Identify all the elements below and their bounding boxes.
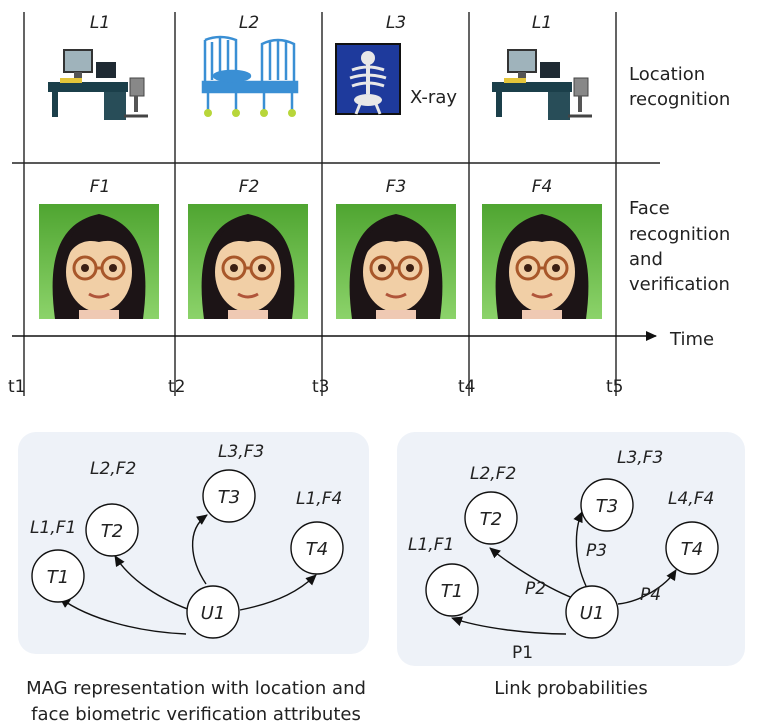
node-label: U1 [201,603,226,624]
face-image [186,202,310,321]
node-attribute: L4,F4 [668,489,714,509]
computer-desk-icon [46,48,150,122]
node-t3 [580,478,634,532]
time-tick-labels: t1 t2 t3 t4 t5 [8,377,623,397]
face-image [37,202,161,321]
node-attribute: L2,F2 [90,459,136,479]
location-row-label: Location recognition [629,64,730,110]
node-label: T1 [47,567,69,588]
hospital-bed-wheels [204,109,296,117]
face-image [334,202,458,321]
node-label: T2 [480,509,502,530]
node-attribute: L1,F4 [296,489,342,509]
edge-probability: P2 [525,579,546,599]
node-t2 [464,491,518,545]
face-label: F2 [239,177,260,197]
node-attribute: L3,F3 [218,442,264,462]
face-image [480,202,604,321]
node-t3 [202,469,256,523]
location-label: L2 [239,13,259,33]
edge-probability: P4 [640,585,661,605]
node-u1 [186,585,240,639]
hospital-bed-icon [201,35,299,110]
node-label: U1 [580,603,605,624]
xray-label: X-ray [410,87,457,108]
mag-graph-nodes [31,469,344,639]
location-label: L1 [90,13,110,33]
svg-text:Face: Face [629,198,670,219]
node-t1 [31,549,85,603]
link-graph-labels: U1 T1 T2 T3 T4 L1,F1 L2,F2 L3,F3 L4,F4 P… [408,448,714,663]
node-t4 [665,521,719,575]
node-u1 [565,585,619,639]
mag-graph-edges [59,514,317,635]
svg-text:and: and [629,249,663,270]
time-tick: t2 [168,377,185,397]
time-tick: t1 [8,377,25,397]
node-attribute: L3,F3 [617,448,663,468]
node-label: T2 [101,521,123,542]
link-graph-edges [451,511,677,635]
node-label: T4 [306,539,328,560]
mag-graph-labels: U1 T1 T2 T3 T4 L1,F1 L2,F2 L3,F3 L1,F4 [30,442,342,624]
face-label: F3 [386,177,407,197]
link-graph-nodes [425,478,719,639]
edge-probability: P3 [586,541,607,561]
svg-text:verification: verification [629,274,730,295]
node-label: T1 [441,581,463,602]
node-label: T3 [596,496,618,517]
node-attribute: L2,F2 [470,464,516,484]
face-label: F1 [90,177,111,197]
time-tick: t3 [312,377,329,397]
link-graph-caption: Link probabilities [494,678,648,699]
link-graph-panel [397,432,745,666]
computer-desk-icon [490,48,594,122]
node-t2 [85,503,139,557]
node-t4 [290,521,344,575]
node-t1 [425,563,479,617]
time-tick: t4 [458,377,475,397]
time-tick: t5 [606,377,623,397]
edge-probability: P1 [512,643,533,663]
face-label: F4 [532,177,553,197]
node-label: T3 [218,487,240,508]
node-attribute: L1,F1 [30,518,76,538]
svg-text:recognition: recognition [629,224,730,245]
xray-icon [335,43,401,115]
timeline-grid [12,12,660,396]
location-label: L3 [386,13,406,33]
location-label: L1 [532,13,552,33]
node-attribute: L1,F1 [408,535,454,555]
svg-text:recognition: recognition [629,89,730,110]
time-axis-label: Time [669,329,714,350]
svg-text:Location: Location [629,64,705,85]
node-label: T4 [681,539,703,560]
face-row-label: Face recognition and verification [629,198,730,295]
mag-graph-caption: MAG representation with location and fac… [26,678,366,725]
